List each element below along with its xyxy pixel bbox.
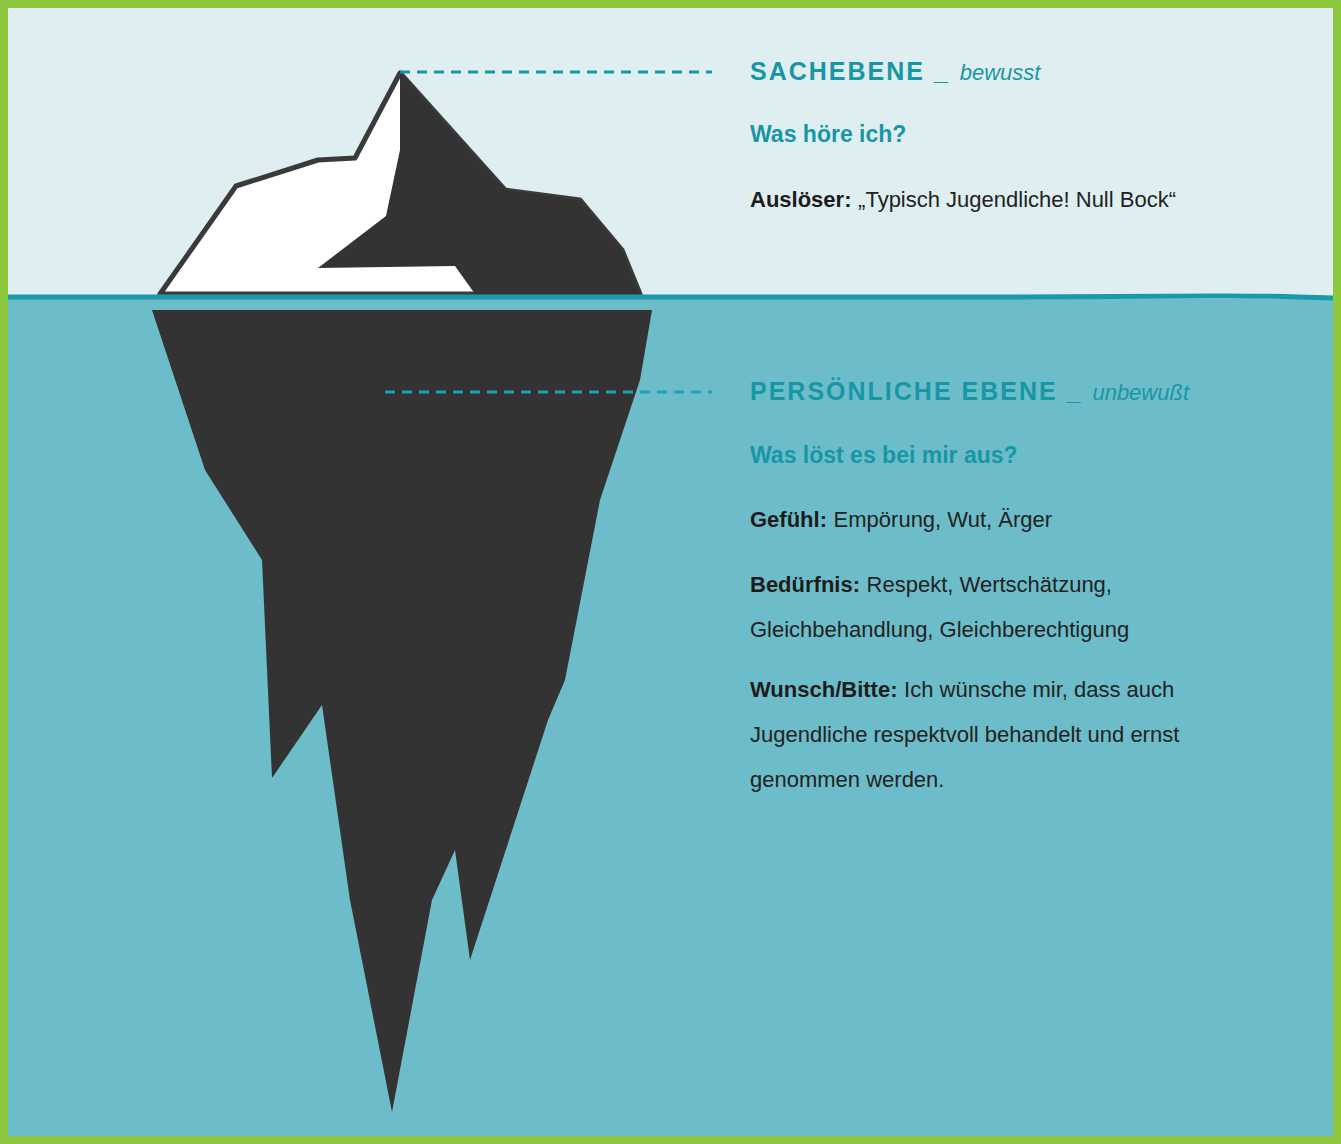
level-heading: SACHEBENE _ [750,57,950,85]
field-label: Gefühl: [750,507,827,532]
field-label: Auslöser: [750,187,851,212]
field-value: Empörung, Wut, Ärger [834,507,1052,532]
text-row: Auslöser: „Typisch Jugendliche! Null Bock… [750,178,1228,223]
text-row: Bedürfnis:Respekt, Wertschätzung, Gleich… [750,563,1228,653]
conscious-level-band: SACHEBENE _ bewusstWas höre ich? Auslöser:… [8,8,1333,299]
text-row: Gefühl: Empörung, Wut, Ärger [750,498,1228,543]
text-row: Was löst es bei mir aus? [750,434,1228,479]
text-row: Wunsch/Bitte:Ich wünsche mir, dass auch … [750,668,1228,803]
text-row: PERSÖNLICHE EBENE _ unbewußt [750,370,1228,416]
text-row: Was höre ich? [750,113,1228,158]
level-tag: bewusst [960,60,1041,85]
unconscious-level-band: PERSÖNLICHE EBENE _ unbewußtWas löst es b… [8,299,1333,1136]
field-value: „Typisch Jugendliche! Null Bock“ [858,187,1176,212]
field-label: Wunsch/Bitte: [750,677,897,702]
level-question: Was höre ich? [750,121,906,147]
level-question: Was löst es bei mir aus? [750,442,1018,468]
level-heading: PERSÖNLICHE EBENE _ [750,377,1083,405]
field-label: Bedürfnis: [750,572,860,597]
text-row: SACHEBENE _ bewusst [750,50,1228,96]
level-tag: unbewußt [1092,380,1189,405]
